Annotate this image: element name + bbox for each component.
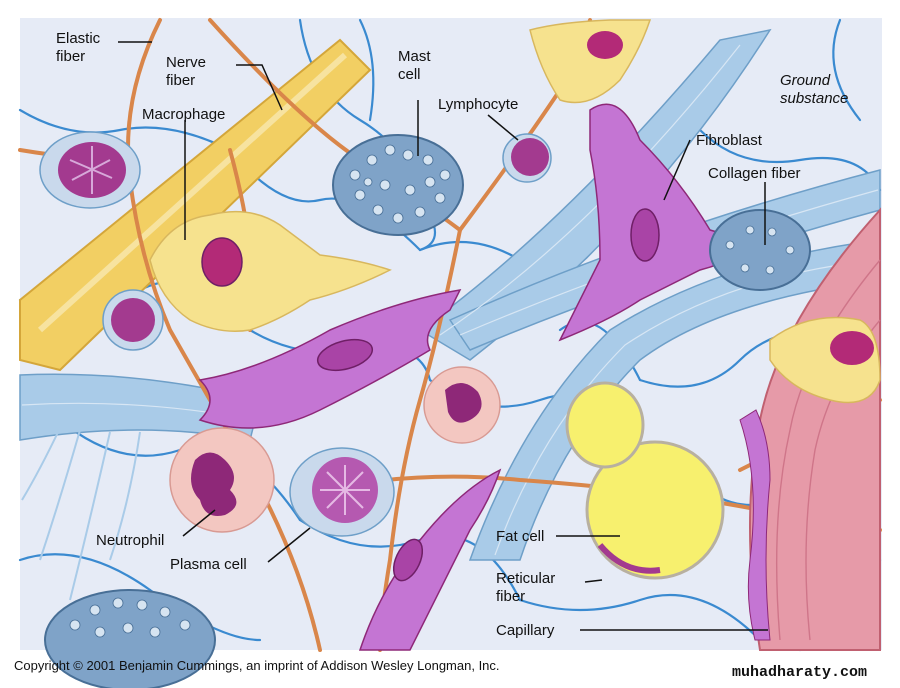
label-capillary: Capillary	[496, 622, 555, 639]
mast-cell	[332, 134, 464, 236]
mast-cell-lower-left	[44, 589, 216, 688]
leader-lines	[118, 41, 768, 631]
label-neutrophil: Neutrophil	[96, 532, 165, 549]
fat-cell	[585, 440, 725, 580]
plasma-cell	[289, 447, 395, 537]
site-watermark: muhadharaty.com	[732, 664, 868, 681]
label-reticular-fiber: Reticular fiber	[496, 570, 556, 605]
copyright-notice: Copyright © 2001 Benjamin Cummings, an i…	[14, 658, 500, 673]
capillary-purple-cell	[739, 409, 771, 641]
label-ground-substance: Ground substance	[780, 72, 849, 107]
neutrophil-center	[423, 366, 501, 444]
lymphocyte	[502, 133, 552, 183]
fat-cell-upper	[565, 381, 645, 469]
lymphocyte-left	[102, 289, 164, 351]
mast-cell-right	[709, 209, 811, 291]
neutrophil	[169, 427, 275, 533]
label-collagen-fiber: Collagen fiber	[708, 165, 801, 182]
label-nerve-fiber: Nerve fiber	[166, 54, 207, 89]
lymphocyte-upper-left	[39, 131, 141, 209]
label-plasma-cell: Plasma cell	[170, 556, 247, 573]
label-elastic-fiber: Elastic fiber	[56, 30, 101, 65]
label-lymphocyte: Lymphocyte	[438, 96, 519, 113]
label-fibroblast: Fibroblast	[696, 132, 762, 149]
label-macrophage: Macrophage	[142, 106, 226, 123]
label-mast-cell: Mast cell	[398, 48, 431, 83]
macrophage	[149, 210, 392, 332]
frayed-collagen-strands	[21, 427, 141, 601]
fibroblast-nuclei	[316, 208, 660, 582]
label-fat-cell: Fat cell	[496, 528, 545, 545]
nerve-fiber	[19, 38, 372, 372]
